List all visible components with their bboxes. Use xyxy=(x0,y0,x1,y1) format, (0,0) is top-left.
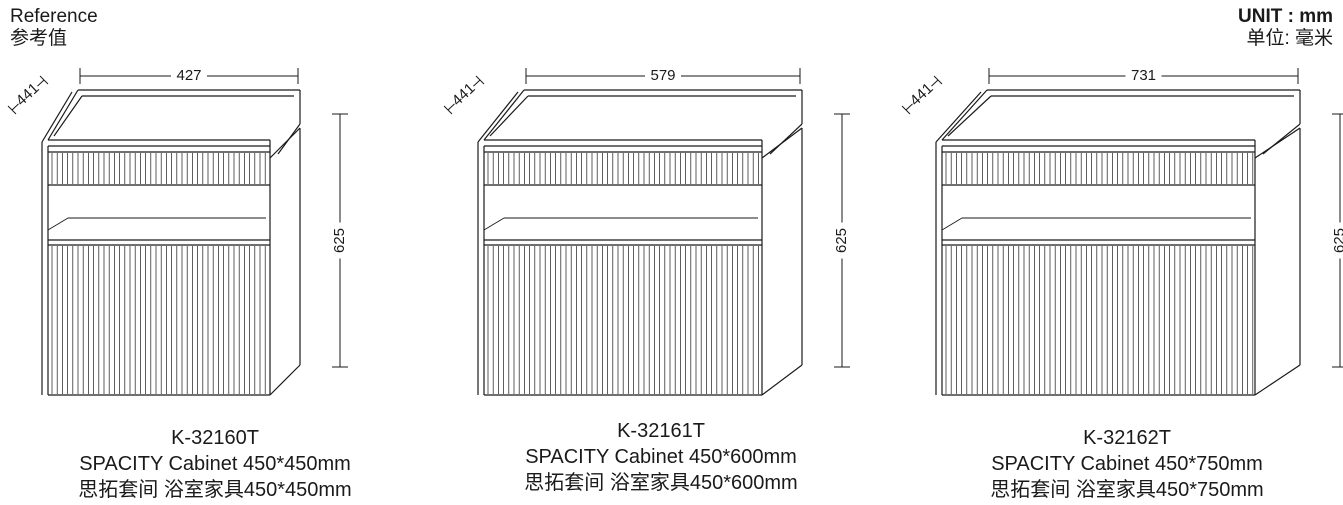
width-dimension-label: 731 xyxy=(1131,67,1156,84)
product-model: K-32160T xyxy=(171,427,259,449)
outline-line xyxy=(941,89,988,141)
product-name-en: SPACITY Cabinet 450*450mm xyxy=(79,453,351,475)
outline-line xyxy=(483,89,525,141)
outline-line xyxy=(277,123,301,155)
label-backdrop xyxy=(449,80,479,110)
outline-line xyxy=(489,95,529,137)
product-name-en: SPACITY Cabinet 450*750mm xyxy=(991,453,1263,475)
outline-line xyxy=(769,123,803,155)
width-dimension-label: 579 xyxy=(650,67,675,84)
outline-line xyxy=(761,364,803,396)
reference-zh: 参考值 xyxy=(10,28,68,49)
product-name-en: SPACITY Cabinet 450*600mm xyxy=(525,446,797,468)
product-caption-3: K-32162T SPACITY Cabinet 450*750mm 思拓套间 … xyxy=(947,425,1307,503)
product-caption-2: K-32161T SPACITY Cabinet 450*600mm 思拓套间 … xyxy=(481,418,841,496)
product-model: K-32161T xyxy=(617,420,705,442)
height-dimension-label: 625 xyxy=(833,228,850,253)
dimension-tick xyxy=(7,105,17,115)
reference-label: Reference 参考值 xyxy=(10,6,98,50)
outline-line xyxy=(269,364,301,396)
outline-line xyxy=(947,95,992,137)
product-caption-1: K-32160T SPACITY Cabinet 450*450mm 思拓套间 … xyxy=(35,425,395,503)
outline-line xyxy=(1262,123,1301,155)
outline-line xyxy=(47,89,79,141)
dimension-tick xyxy=(39,75,49,85)
width-dimension-label: 427 xyxy=(176,67,201,84)
shelf-line xyxy=(483,217,505,231)
product-name-zh: 思拓套间 浴室家具450*600mm xyxy=(524,472,798,494)
label-backdrop xyxy=(907,80,937,110)
shelf-line xyxy=(941,217,963,231)
outline-line xyxy=(477,91,519,143)
unit-en: UNIT : mm xyxy=(1238,6,1333,27)
unit-zh: 单位: 毫米 xyxy=(1246,28,1333,49)
label-backdrop xyxy=(1125,67,1162,85)
shelf-line xyxy=(47,217,69,231)
outline-line xyxy=(53,95,83,137)
height-dimension-label: 625 xyxy=(331,228,348,253)
product-model: K-32162T xyxy=(1083,427,1171,449)
outline-line xyxy=(1254,364,1301,396)
label-backdrop xyxy=(645,67,681,85)
label-backdrop xyxy=(13,80,43,110)
product-name-zh: 思拓套间 浴室家具450*750mm xyxy=(990,479,1264,501)
outline-line xyxy=(269,127,301,159)
product-name-zh: 思拓套间 浴室家具450*450mm xyxy=(78,479,352,501)
dimension-tick xyxy=(901,105,911,115)
label-backdrop xyxy=(331,222,349,259)
label-backdrop xyxy=(833,222,851,259)
dimension-tick xyxy=(443,105,453,115)
unit-label: UNIT : mm 单位: 毫米 xyxy=(1238,6,1333,50)
outline-line xyxy=(935,91,982,143)
reference-en: Reference xyxy=(10,6,98,27)
dimension-tick xyxy=(933,75,943,85)
label-backdrop xyxy=(171,67,207,85)
height-dimension-label: 625 xyxy=(1331,228,1343,253)
dimension-tick xyxy=(475,75,485,85)
label-backdrop xyxy=(1331,222,1343,259)
outline-line xyxy=(41,91,73,143)
